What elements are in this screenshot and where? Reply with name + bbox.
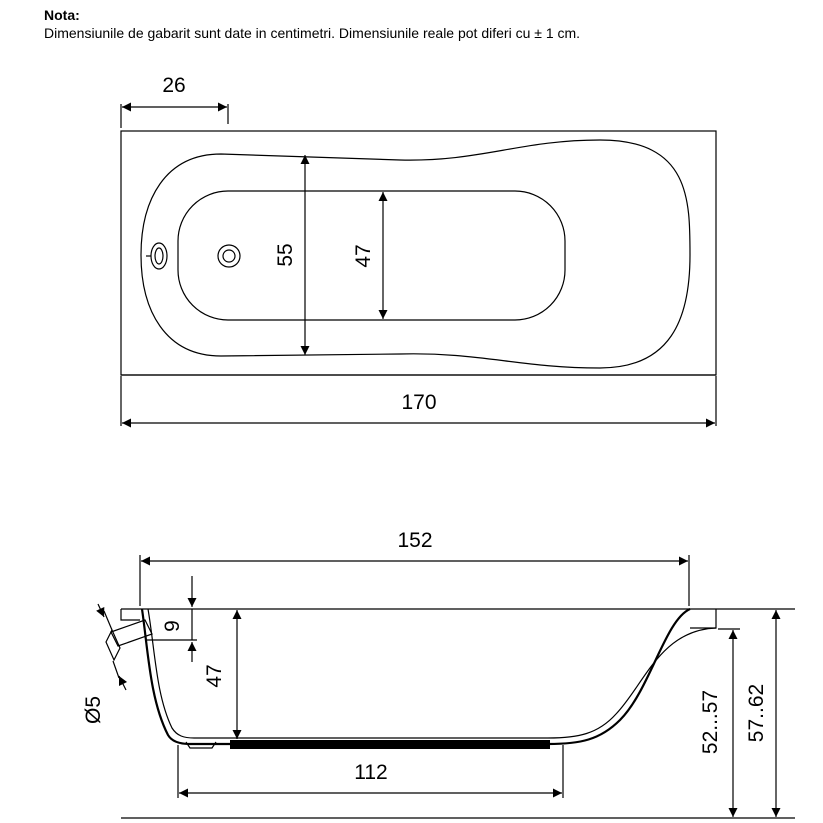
note: Nota: Dimensiunile de gabarit sunt date … <box>44 6 580 42</box>
dim-label-57-62: 57..62 <box>745 684 768 742</box>
dim-label-152: 152 <box>397 529 432 552</box>
side-view: Ø5 152 9 47 112 52...57 57..62 <box>82 529 795 819</box>
tub-outer-rim <box>120 130 717 376</box>
dim-label-9: 9 <box>161 620 184 632</box>
bottom-reinforcement-plate <box>230 740 550 749</box>
dim-label-55: 55 <box>274 243 297 266</box>
overflow-fitting-icon <box>146 242 168 270</box>
overflow-pipe-icon <box>103 610 153 679</box>
dim-label-47-depth: 47 <box>203 664 226 687</box>
dim-label-170: 170 <box>401 391 436 414</box>
dim-label-47-top: 47 <box>352 244 375 267</box>
right-rim <box>690 609 717 629</box>
basin-bottom-outline <box>177 190 566 321</box>
dim-label-52-57: 52...57 <box>699 690 722 754</box>
top-view: 26 55 47 170 <box>120 74 717 428</box>
left-rim <box>120 609 140 621</box>
basin-profile-inner <box>147 608 717 739</box>
dim-label-112: 112 <box>354 761 387 784</box>
drain-fitting-icon <box>185 741 217 749</box>
basin-outline <box>140 139 691 369</box>
drain-icon <box>217 244 241 268</box>
note-text: Dimensiunile de gabarit sunt date in cen… <box>44 25 581 41</box>
dim-label-26: 26 <box>162 74 185 97</box>
dim-label-diameter-5: Ø5 <box>82 696 105 724</box>
dim-line-5 <box>96 603 105 618</box>
note-title: Nota: <box>44 7 80 23</box>
